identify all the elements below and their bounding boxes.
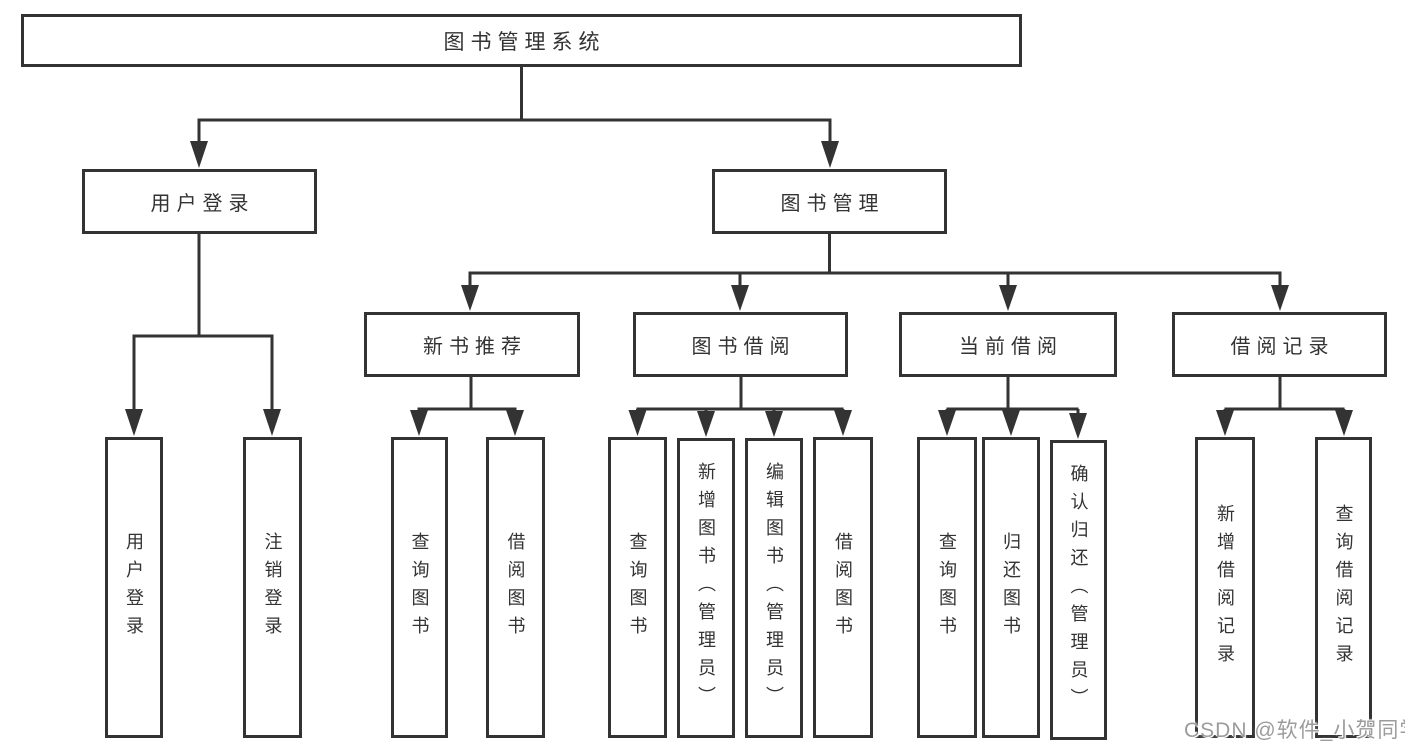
node-book-borrowing: 图书借阅 bbox=[633, 312, 848, 377]
leaf-current-confirm-return-label: 确认归还（管理员） bbox=[1068, 464, 1089, 716]
leaf-current-return-book: 归还图书 bbox=[982, 437, 1040, 738]
leaf-borrowing-borrow-book: 借阅图书 bbox=[813, 437, 873, 738]
leaf-borrowing-add-book-label: 新增图书（管理员） bbox=[696, 462, 716, 714]
leaf-current-query-book: 查询图书 bbox=[917, 437, 977, 738]
leaf-recommend-query-book-label: 查询图书 bbox=[409, 531, 430, 644]
node-user-login: 用户登录 bbox=[82, 169, 317, 234]
leaf-records-query-record-label: 查询借阅记录 bbox=[1333, 503, 1354, 672]
node-current-borrowing: 当前借阅 bbox=[899, 312, 1117, 377]
node-book-management: 图书管理 bbox=[712, 169, 947, 234]
leaf-user-login-label: 用户登录 bbox=[124, 531, 144, 644]
csdn-watermark: CSDN @软件_小贺同学 bbox=[1184, 719, 1405, 742]
leaf-current-return-book-label: 归还图书 bbox=[1001, 531, 1021, 644]
node-borrowing-records: 借阅记录 bbox=[1172, 312, 1387, 377]
leaf-borrowing-add-book: 新增图书（管理员） bbox=[677, 438, 735, 738]
leaf-records-add-record: 新增借阅记录 bbox=[1195, 437, 1255, 738]
leaf-logout-login-label: 注销登录 bbox=[262, 531, 283, 644]
leaf-recommend-borrow-book: 借阅图书 bbox=[486, 437, 545, 738]
leaf-current-confirm-return: 确认归还（管理员） bbox=[1050, 440, 1107, 740]
leaf-records-add-record-label: 新增借阅记录 bbox=[1215, 503, 1235, 672]
leaf-user-login: 用户登录 bbox=[105, 437, 163, 738]
node-root-library-system: 图书管理系统 bbox=[21, 14, 1022, 67]
leaf-current-query-book-label: 查询图书 bbox=[937, 531, 957, 644]
leaf-borrowing-query-book-label: 查询图书 bbox=[627, 531, 648, 644]
leaf-borrowing-edit-book: 编辑图书（管理员） bbox=[745, 438, 803, 738]
leaf-borrowing-borrow-book-label: 借阅图书 bbox=[833, 531, 853, 644]
leaf-borrowing-query-book: 查询图书 bbox=[608, 437, 667, 738]
leaf-recommend-borrow-book-label: 借阅图书 bbox=[505, 531, 526, 644]
leaf-recommend-query-book: 查询图书 bbox=[391, 437, 448, 738]
node-new-book-recommend: 新书推荐 bbox=[364, 312, 580, 377]
leaf-records-query-record: 查询借阅记录 bbox=[1315, 437, 1372, 738]
leaf-borrowing-edit-book-label: 编辑图书（管理员） bbox=[764, 462, 784, 714]
leaf-logout-login: 注销登录 bbox=[243, 437, 302, 738]
